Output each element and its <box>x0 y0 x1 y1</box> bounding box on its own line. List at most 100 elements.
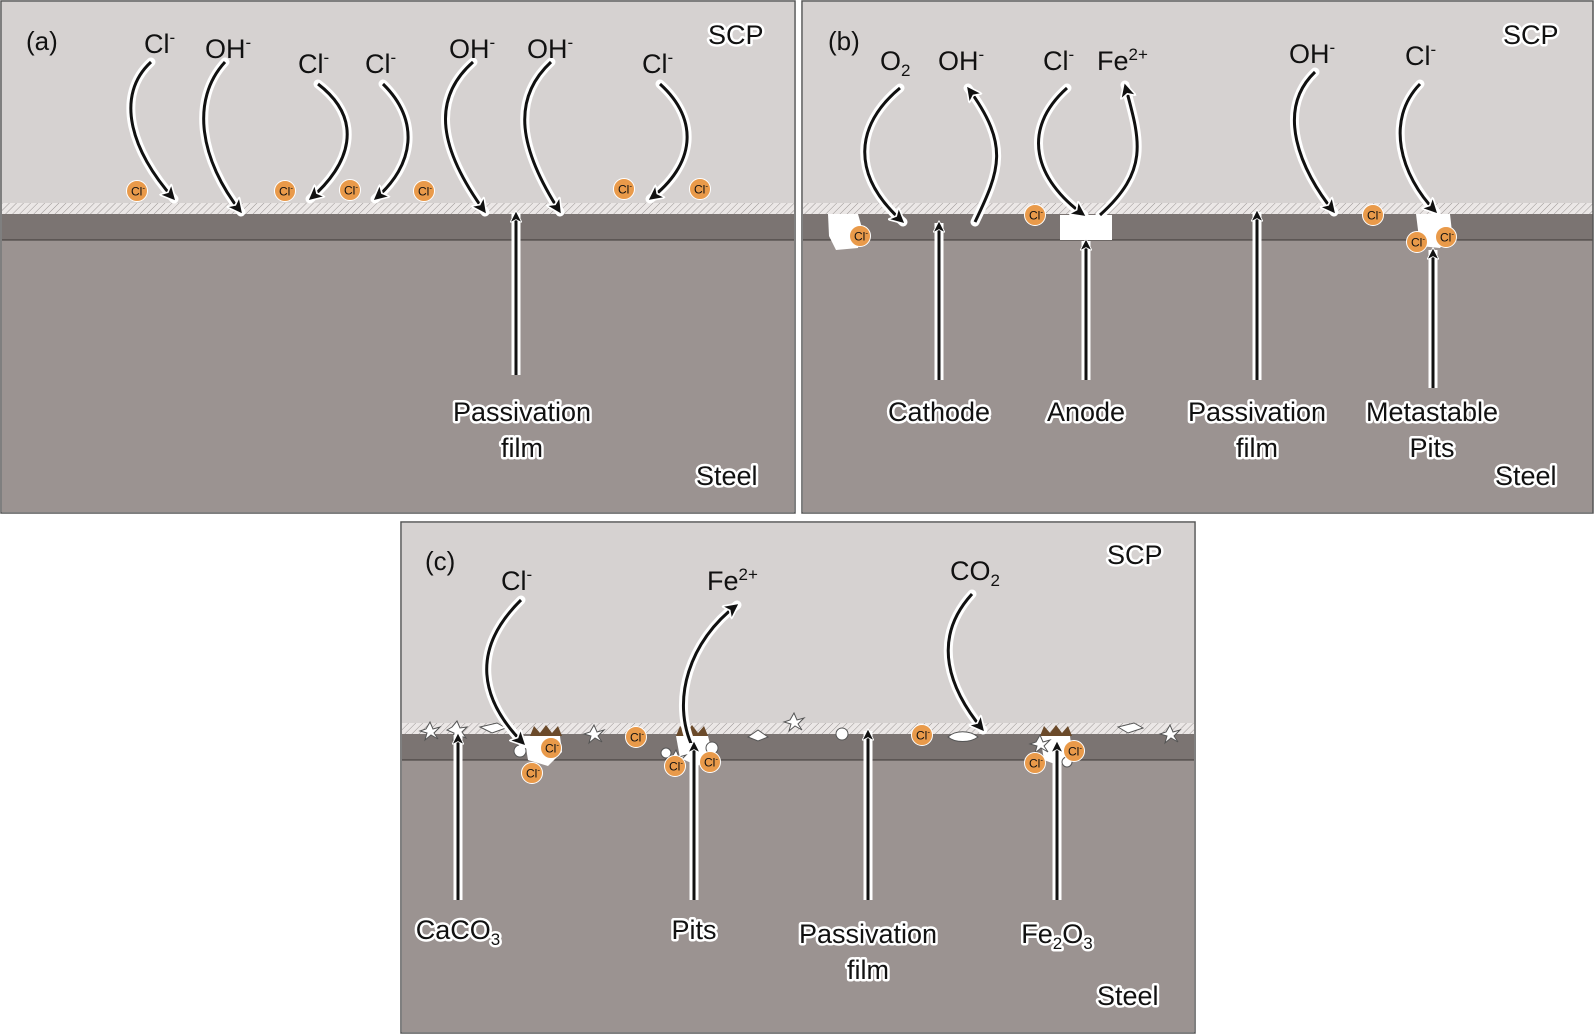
scp-label: SCP <box>1107 540 1163 570</box>
diffusion-arrow <box>681 605 737 749</box>
cathode-label: Cathode <box>888 397 990 427</box>
chloride-ion-marker: Cl- <box>540 737 562 759</box>
ion-arrows <box>129 60 689 212</box>
ion-label: Cl- <box>1043 45 1074 76</box>
ion-label: Cl- <box>365 48 396 79</box>
chloride-ion-label: Cl- <box>1411 235 1425 250</box>
ion-label: Cl- <box>501 565 532 596</box>
chloride-ion-label: Cl- <box>630 730 644 745</box>
ion-label: Cl- <box>144 28 175 59</box>
chloride-ion-marker: Cl- <box>689 178 711 200</box>
passivation-film-label: film <box>847 955 889 985</box>
chloride-ion-marker: Cl- <box>1024 752 1046 774</box>
chloride-ion-label: Cl- <box>344 183 358 198</box>
steel-label: Steel <box>696 461 758 491</box>
diffusion-arrow <box>968 88 999 223</box>
chloride-ion-label: Cl- <box>854 229 868 244</box>
chloride-ion-label: Cl- <box>418 184 432 199</box>
ion-label: Cl- <box>298 48 329 79</box>
chloride-ion-marker: Cl- <box>413 180 435 202</box>
chloride-ion-marker: Cl- <box>126 180 148 202</box>
panel-a-tag: (a) <box>26 26 58 56</box>
ion-label: Fe2+ <box>1097 45 1148 76</box>
panel-a: (a) SCP Steel Cl- OH- Cl- Cl- OH- OH- <box>0 0 796 514</box>
chloride-ion-marker: Cl- <box>664 755 686 777</box>
diffusion-arrow <box>1398 82 1436 212</box>
ion-label: CO2 <box>950 556 1000 590</box>
passivation-film-layer <box>2 203 794 214</box>
rust-deposit <box>530 725 562 736</box>
chloride-ion-marker: Cl- <box>1435 226 1457 248</box>
chloride-ion-label: Cl- <box>526 766 540 781</box>
rust-deposit <box>1040 725 1072 736</box>
chloride-ion-label: Cl- <box>694 182 708 197</box>
diffusion-arrow <box>485 598 524 744</box>
oxide-layer <box>2 214 794 240</box>
chloride-ion-label: Cl- <box>279 184 293 199</box>
panel-b-tag: (b) <box>828 26 860 56</box>
diffusion-arrow <box>129 60 174 199</box>
ion-label: Cl- <box>1405 40 1436 71</box>
metastable-pits-label: Metastable <box>1366 397 1498 427</box>
passivation-film-layer <box>402 723 1194 734</box>
scp-region <box>803 2 1593 203</box>
ion-label: Cl- <box>642 48 673 79</box>
diffusion-arrow <box>310 82 349 199</box>
chloride-ion-label: Cl- <box>1068 744 1082 759</box>
chloride-ion-label: Cl- <box>1367 208 1381 223</box>
chloride-ion-label: Cl- <box>131 184 145 199</box>
fe2o3-label: Fe2O3 <box>1021 919 1092 953</box>
chloride-ion-marker: Cl- <box>1362 204 1384 226</box>
chloride-ion-marker: Cl- <box>625 726 647 748</box>
oxide-layer <box>803 214 1593 240</box>
chloride-ion-label: Cl- <box>1440 230 1454 245</box>
diffusion-arrow <box>650 82 689 199</box>
diffusion-arrow <box>523 60 560 212</box>
passivation-film-label: Passivation <box>799 919 937 949</box>
panel-c-tag: (c) <box>425 546 455 576</box>
passivation-film-label: film <box>1236 433 1278 463</box>
chloride-ion-label: Cl- <box>669 759 683 774</box>
passivation-film-layer <box>803 203 1593 214</box>
ion-label: O2 <box>880 46 910 80</box>
ion-arrows <box>485 592 983 749</box>
diffusion-arrow <box>202 60 241 212</box>
pits-label: Pits <box>671 915 716 945</box>
passivation-film-label: Passivation <box>1188 397 1326 427</box>
steel-label: Steel <box>1495 461 1557 491</box>
anode-pit <box>1060 215 1112 240</box>
chloride-ion-label: Cl- <box>1029 208 1043 223</box>
steel-region <box>402 760 1194 1032</box>
diffusion-arrow <box>1037 86 1084 215</box>
chloride-ion-label: Cl- <box>618 182 632 197</box>
chloride-ion-marker: Cl- <box>274 180 296 202</box>
steel-region <box>803 240 1593 512</box>
chloride-ion-marker: Cl- <box>339 179 361 201</box>
scp-label: SCP <box>1503 20 1559 50</box>
chloride-ion-marker: Cl- <box>911 724 933 746</box>
panel-c: (c) SCP Steel Cl- Fe2+ CO2 CaCO3 <box>400 521 1196 1034</box>
diffusion-arrow <box>375 82 410 199</box>
chloride-ion-label: Cl- <box>704 755 718 770</box>
chloride-ion-label: Cl- <box>1029 756 1043 771</box>
diffusion-arrow <box>1292 70 1334 212</box>
caco3-label: CaCO3 <box>416 915 500 949</box>
ion-label: OH- <box>205 33 251 64</box>
metastable-pits-label: Pits <box>1409 433 1454 463</box>
chloride-ion-marker: Cl- <box>1024 204 1046 226</box>
chloride-ion-marker: Cl- <box>1406 231 1428 253</box>
scp-label: SCP <box>708 20 764 50</box>
ion-label: Fe2+ <box>707 565 758 596</box>
ion-label: OH- <box>527 33 573 64</box>
chloride-ion-marker: Cl- <box>521 762 543 784</box>
chloride-ion-label: Cl- <box>545 741 559 756</box>
passivation-film-label: Passivation <box>453 397 591 427</box>
chloride-markers: Cl- Cl- Cl- Cl- Cl- Cl- Cl- Cl- Cl- Cl- Cl- Cl- Cl- C… <box>126 178 1457 784</box>
chloride-ion-marker: Cl- <box>1063 740 1085 762</box>
chloride-ion-marker: Cl- <box>613 178 635 200</box>
steel-region <box>2 240 794 512</box>
ion-label: OH- <box>449 33 495 64</box>
ion-label: OH- <box>1289 38 1335 69</box>
ion-label: OH- <box>938 45 984 76</box>
